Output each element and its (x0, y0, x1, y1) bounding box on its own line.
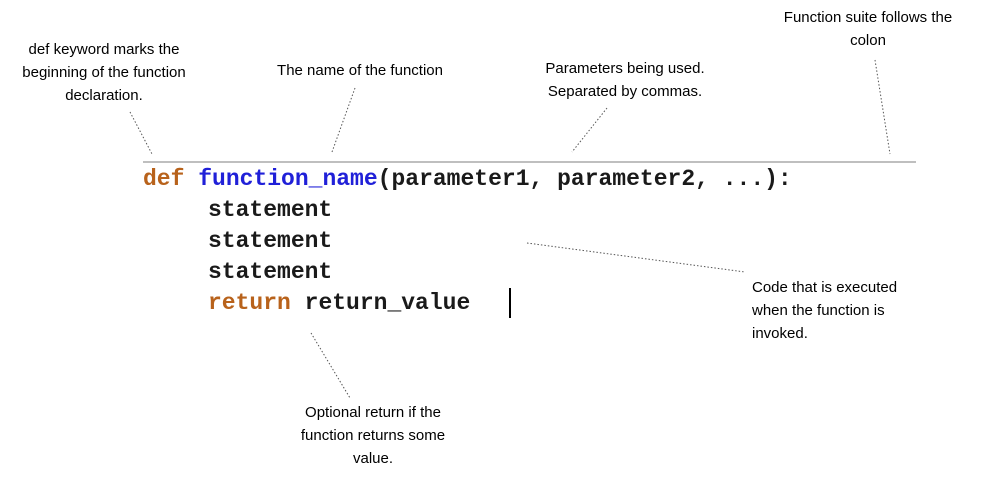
parameter-list: (parameter1, parameter2, ...): (377, 166, 792, 192)
name-leader-line (331, 87, 356, 153)
statement-line-1: statement (208, 195, 332, 225)
function-signature-line: def function_name(parameter1, parameter2… (143, 164, 792, 194)
return-leader-line (310, 332, 351, 399)
executed-code-note: Code that is executed when the function … (752, 279, 898, 342)
function-name-note: The name of the function (277, 62, 443, 79)
return-value: return_value (304, 290, 471, 316)
statement: statement (208, 228, 333, 254)
def-keyword: def (143, 166, 185, 192)
suite-leader-line (874, 59, 891, 155)
body-leader-line (526, 242, 746, 273)
statement-line-3: statement (208, 257, 332, 287)
statement: statement (208, 197, 333, 223)
params-leader-line (571, 107, 608, 153)
function-suite-note: Function suite follows the colon (783, 9, 953, 49)
function-name: function_name (198, 166, 378, 192)
return-line: return return_value (208, 288, 470, 318)
def-leader-line (129, 111, 153, 155)
statement-line-2: statement (208, 226, 332, 256)
optional-return-note: Optional return if the function returns … (300, 404, 446, 467)
return-keyword: return (208, 290, 291, 316)
statement: statement (208, 259, 333, 285)
parameters-note: Parameters being used. Separated by comm… (545, 60, 705, 100)
def-keyword-note: def keyword marks the beginning of the f… (22, 41, 186, 104)
text-cursor (509, 288, 511, 318)
